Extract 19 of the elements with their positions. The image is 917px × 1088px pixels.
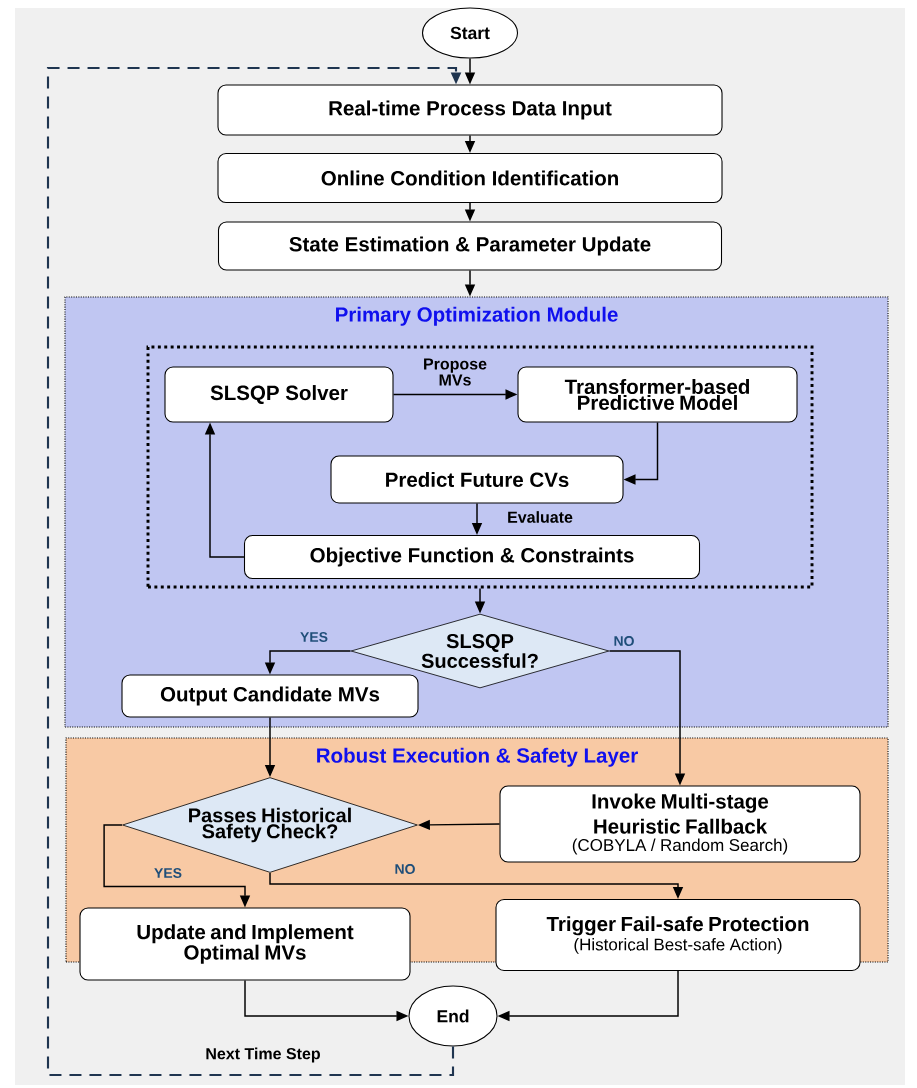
terminal-oval: Start <box>421 7 519 59</box>
arrow <box>46 66 462 1077</box>
band-title: Primary Optimization Module <box>336 306 618 326</box>
dotted-frame <box>146 345 814 589</box>
edge-label: Next Time Step <box>204 1046 322 1064</box>
process-box: SLSQP Solver <box>164 366 394 423</box>
process-box: Predict Future CVs <box>330 455 624 504</box>
process-box: Output Candidate MVs <box>121 674 419 718</box>
process-box: Transformer-based Predictive Model <box>517 366 798 423</box>
process-box: Trigger Fail-safe Protection (Historical Best-safe Action) <box>495 898 861 972</box>
band-title: Robust Execution & Safety Layer <box>317 747 638 767</box>
process-box: Real-time Process Data Input <box>217 84 723 136</box>
process-box: Invoke Multi-stage Heuristic Fallback (COBYLA / Random Search) <box>499 785 861 863</box>
process-box: Objective Function & Constraints <box>243 534 701 580</box>
process-box: Update and Implement Optimal MVs <box>79 907 411 981</box>
process-box: Online Condition Identification <box>217 152 723 204</box>
process-box: State Estimation & Parameter Update <box>217 221 723 271</box>
terminal-oval: End <box>408 985 498 1047</box>
edge-label: Propose MVs <box>413 357 497 387</box>
